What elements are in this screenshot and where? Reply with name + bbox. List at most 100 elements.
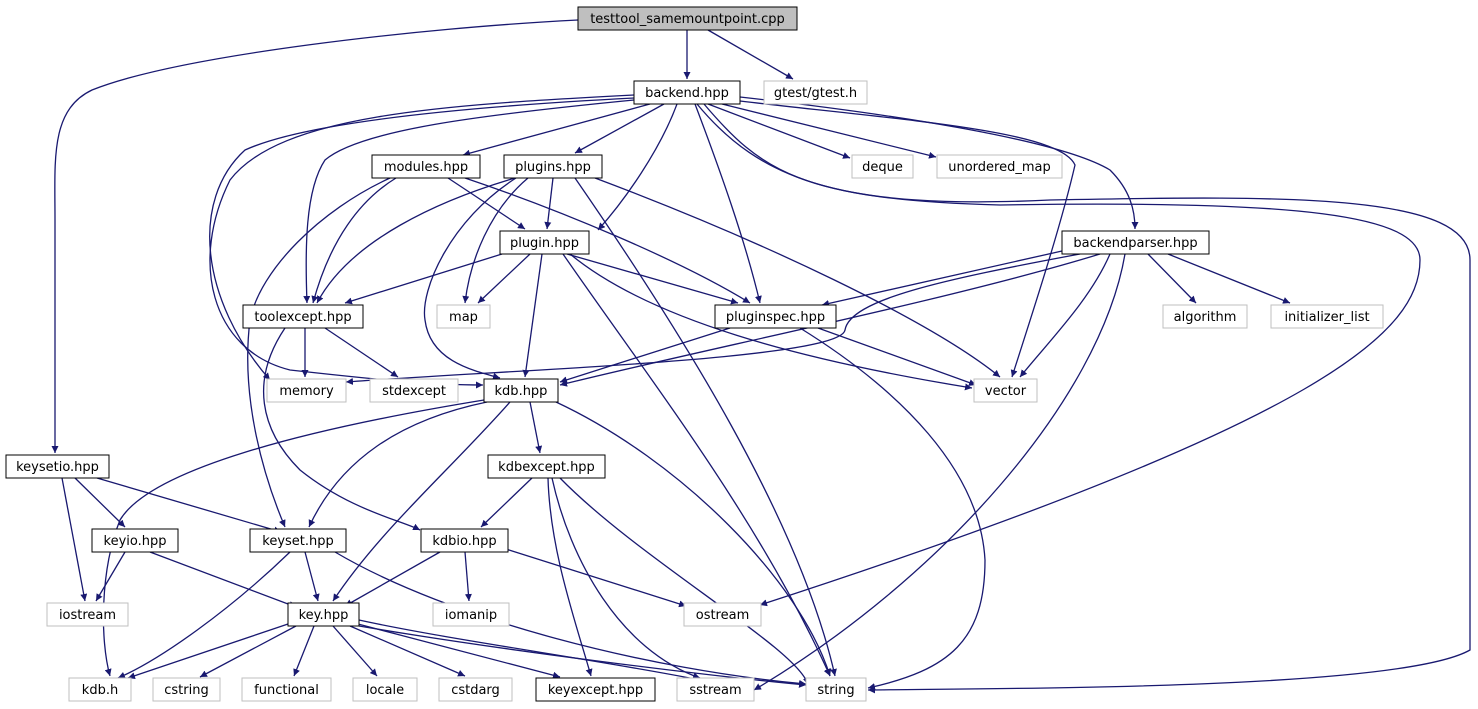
edge-modules-to-toolexcept: [311, 177, 397, 304]
node-box: [676, 677, 755, 702]
edge-backend-to-plugins: [574, 103, 665, 154]
edge-pluginspec-to-vector: [817, 327, 977, 386]
node-cstdarg: cstdarg: [438, 677, 513, 702]
edge-plugins-to-kdb: [423, 177, 517, 380]
node-plugins[interactable]: plugins.hpp: [503, 154, 603, 179]
node-box: [5, 454, 110, 479]
edge-backend-to-unordered_map: [721, 103, 937, 159]
edge-backendparser-to-memory: [345, 253, 1081, 385]
edge-testtool_samemountpoint-to-keysetio: [51, 19, 579, 453]
node-label: backend.hpp: [645, 86, 729, 101]
node-box: [241, 677, 332, 702]
edge-backend-to-modules: [462, 103, 651, 157]
node-label: locale: [366, 683, 404, 698]
edge-key-to-cstdarg: [349, 625, 466, 677]
node-functional: functional: [241, 677, 332, 702]
edge-backendparser-to-pluginspec: [821, 250, 1063, 307]
node-box: [436, 304, 491, 329]
edge-kdb-to-string: [555, 401, 832, 677]
node-box: [432, 602, 510, 627]
node-label: iomanip: [445, 608, 497, 623]
node-label: functional: [254, 683, 319, 698]
node-box: [1162, 304, 1248, 329]
edge-backendparser-to-algorithm: [1147, 253, 1197, 304]
edge-pluginspec-to-string: [799, 327, 986, 690]
node-kdbexcept[interactable]: kdbexcept.hpp: [487, 454, 606, 479]
node-box: [487, 454, 606, 479]
edge-kdbexcept-to-kdbio: [480, 477, 533, 528]
node-label: plugins.hpp: [515, 160, 591, 175]
node-label: ostream: [696, 608, 750, 623]
node-label: cstring: [164, 683, 208, 698]
node-ostream: ostream: [683, 602, 762, 627]
node-keysetio[interactable]: keysetio.hpp: [5, 454, 110, 479]
node-label: keyexcept.hpp: [548, 683, 643, 698]
node-keyio[interactable]: keyio.hpp: [91, 528, 179, 553]
edge-backendparser-to-vector: [1019, 253, 1111, 378]
node-keyset[interactable]: keyset.hpp: [249, 528, 347, 553]
edge-plugins-to-map: [462, 177, 529, 304]
edge-kdbio-to-ostream: [505, 548, 687, 608]
node-label: plugin.hpp: [510, 236, 579, 251]
node-box: [714, 304, 837, 329]
edge-plugin-to-toolexcept: [344, 253, 503, 305]
node-backendparser[interactable]: backendparser.hpp: [1061, 230, 1210, 255]
edge-kdb-to-keyset: [308, 401, 488, 528]
node-label: backendparser.hpp: [1073, 236, 1197, 251]
node-kdbio[interactable]: kdbio.hpp: [420, 528, 509, 553]
node-key[interactable]: key.hpp: [287, 602, 360, 627]
edge-key-to-keyexcept: [357, 623, 561, 679]
node-label: keysetio.hpp: [16, 460, 99, 475]
node-cstring: cstring: [152, 677, 221, 702]
edge-plugins-to-toolexcept: [316, 177, 516, 304]
edge-plugins-to-string: [574, 177, 837, 677]
node-label: memory: [279, 384, 334, 399]
node-kdb[interactable]: kdb.hpp: [483, 378, 559, 403]
node-memory: memory: [266, 378, 347, 403]
node-label: toolexcept.hpp: [254, 310, 351, 325]
node-plugin[interactable]: plugin.hpp: [499, 230, 590, 255]
node-box: [499, 230, 590, 255]
node-box: [805, 677, 867, 702]
edge-kdbexcept-to-string: [559, 477, 810, 686]
node-box: [266, 378, 347, 403]
edge-kdbio-to-iomanip: [464, 551, 472, 602]
edge-backend-to-memory: [209, 97, 635, 381]
node-backend[interactable]: backend.hpp: [633, 80, 741, 105]
edge-backend-to-string: [696, 103, 1471, 694]
node-vector: vector: [973, 378, 1038, 403]
edge-backendparser-to-sstream: [753, 253, 1126, 691]
node-testtool_samemountpoint[interactable]: testtool_samemountpoint.cpp: [577, 6, 798, 31]
edge-backend-to-ostream: [703, 103, 1421, 607]
edge-plugin-to-pluginspec: [566, 253, 739, 305]
edge-backend-to-backendparser: [739, 96, 1139, 230]
node-sstream: sstream: [676, 677, 755, 702]
node-keyexcept[interactable]: keyexcept.hpp: [535, 677, 656, 702]
edge-key-to-cstring: [199, 625, 297, 678]
node-box: [249, 528, 347, 553]
node-iomanip: iomanip: [432, 602, 510, 627]
node-label: deque: [862, 160, 903, 175]
node-gtest: gtest/gtest.h: [763, 80, 868, 105]
node-box: [483, 378, 559, 403]
node-box: [1270, 304, 1384, 329]
edge-keyio-to-iostream: [95, 551, 126, 602]
node-modules[interactable]: modules.hpp: [371, 154, 481, 179]
node-toolexcept[interactable]: toolexcept.hpp: [242, 304, 364, 329]
node-pluginspec[interactable]: pluginspec.hpp: [714, 304, 837, 329]
edge-keysetio-to-iostream: [61, 477, 88, 602]
node-label: vector: [985, 384, 1027, 399]
node-box: [851, 154, 914, 179]
node-box: [936, 154, 1063, 179]
edge-key-to-kdb_h: [127, 623, 289, 680]
edge-key-to-locale: [332, 625, 378, 677]
node-label: modules.hpp: [384, 160, 468, 175]
node-box: [152, 677, 221, 702]
node-box: [438, 677, 513, 702]
edge-key-to-sstream: [358, 619, 701, 683]
node-label: kdbio.hpp: [432, 534, 496, 549]
node-label: stdexcept: [382, 384, 446, 399]
node-box: [973, 378, 1038, 403]
edge-key-to-string: [358, 625, 807, 688]
